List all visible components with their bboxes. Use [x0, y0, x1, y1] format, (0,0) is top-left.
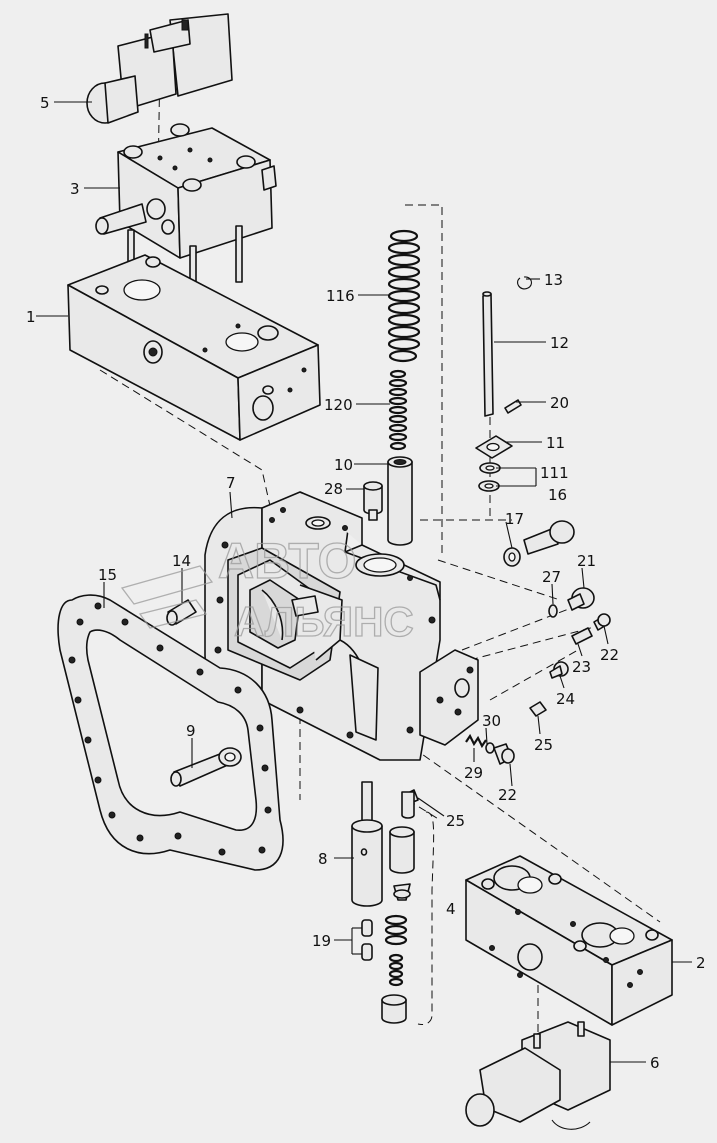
part-22-plug-lower [493, 743, 515, 765]
callout-23: 23 [572, 658, 591, 676]
callout-3: 3 [70, 180, 80, 198]
callout-15: 15 [98, 566, 117, 584]
callout-16: 16 [548, 486, 567, 504]
callout-13: 13 [544, 271, 563, 289]
callout-8: 8 [318, 850, 328, 868]
part-10-piston [387, 456, 413, 546]
callout-25-upper: 25 [534, 736, 553, 754]
callout-120: 120 [324, 396, 353, 414]
callout-19: 19 [312, 932, 331, 950]
leader-lines [36, 101, 692, 1063]
part-1-valve-block [67, 254, 321, 441]
part-19-pins [361, 919, 373, 961]
part-9-link-arm [170, 747, 242, 787]
callout-21: 21 [577, 552, 596, 570]
part-15-gasket [57, 594, 284, 871]
part-11-plate [475, 435, 513, 459]
part-12-rod [482, 291, 494, 417]
part-116-spring [387, 229, 421, 363]
callout-5: 5 [40, 94, 50, 112]
part-17-screw [503, 520, 575, 567]
callout-17: 17 [505, 510, 524, 528]
part-24-plug [549, 661, 569, 679]
callout-4: 4 [446, 900, 456, 918]
part-5-solenoid-valve [86, 13, 233, 124]
part-2-valve-block [465, 855, 673, 1026]
callout-22-upper: 22 [600, 646, 619, 664]
part-29-spring-small [465, 733, 487, 749]
callout-111: 111 [540, 464, 569, 482]
part-21-plug [567, 587, 595, 611]
callout-7: 7 [226, 474, 236, 492]
callout-24: 24 [556, 690, 575, 708]
callout-9: 9 [186, 722, 196, 740]
part-30-washer [485, 742, 495, 754]
callout-25-lower: 25 [446, 812, 465, 830]
part-22-plug-upper [593, 613, 611, 631]
callout-116: 116 [326, 287, 355, 305]
part-8-spool [351, 781, 383, 907]
part-7-pump-housing [204, 491, 479, 761]
part-120-spring [388, 369, 408, 451]
part-13-clip [517, 276, 533, 290]
callout-30: 30 [482, 712, 501, 730]
callout-22-lower: 22 [498, 786, 517, 804]
callout-1: 1 [26, 308, 36, 326]
watermark-line1: АВТО [218, 533, 357, 589]
watermark-logo: АВТО АЛЬЯНС [120, 532, 414, 646]
part-25-orifice-upper [529, 701, 547, 717]
part-27-o-ring [548, 604, 558, 618]
callout-29: 29 [464, 764, 483, 782]
callout-20: 20 [550, 394, 569, 412]
callout-2: 2 [696, 954, 706, 972]
callout-6: 6 [650, 1054, 660, 1072]
part-23-screw [571, 627, 593, 645]
watermark-line2: АЛЬЯНС [234, 598, 414, 645]
callout-11: 11 [546, 434, 565, 452]
callout-10: 10 [334, 456, 353, 474]
callout-labels: 5 3 1 116 120 10 28 13 12 20 11 111 16 1… [26, 94, 706, 1072]
part-6-solenoid-valve [465, 1021, 611, 1130]
part-111-washers [478, 462, 501, 492]
callout-12: 12 [550, 334, 569, 352]
part-28-sleeve [363, 481, 383, 521]
callout-28: 28 [324, 480, 343, 498]
part-20-pin [504, 399, 522, 414]
callout-14: 14 [172, 552, 191, 570]
part-4-valve-stack [381, 791, 415, 1024]
callout-27: 27 [542, 568, 561, 586]
